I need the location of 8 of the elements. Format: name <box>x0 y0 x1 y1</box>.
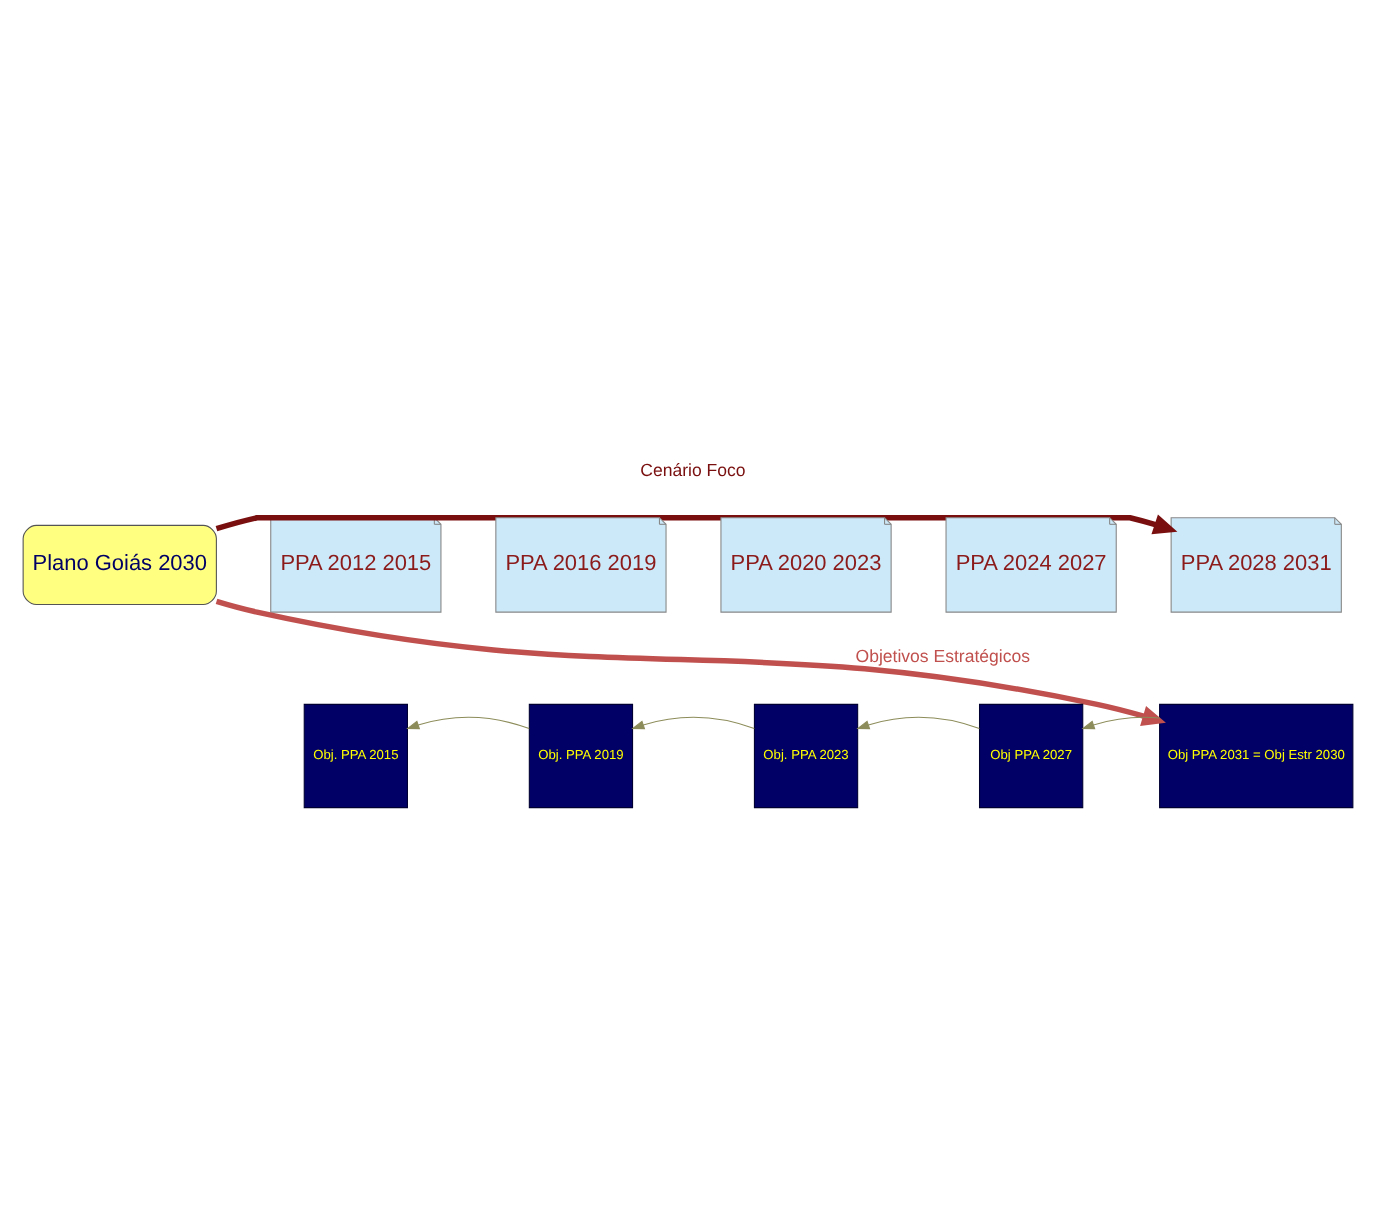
edge-label: Objetivos Estratégicos <box>855 646 1030 667</box>
arrow <box>406 716 530 730</box>
arrow <box>631 716 755 730</box>
arrow <box>215 598 1166 726</box>
edge-label: Cenário Foco <box>640 459 746 480</box>
arrow <box>1081 716 1161 730</box>
arrow <box>856 716 980 730</box>
node-box: Plano Goiás 2030 <box>22 524 217 605</box>
